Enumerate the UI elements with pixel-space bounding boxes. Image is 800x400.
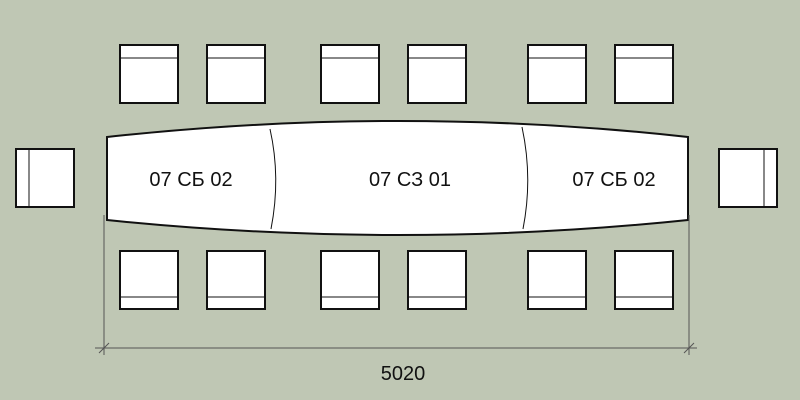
dimension-value: 5020	[381, 363, 426, 385]
chair	[320, 250, 380, 310]
chair	[527, 44, 587, 104]
section-label-left: 07 СБ 02	[149, 169, 232, 191]
chair	[119, 44, 179, 104]
section-divider	[521, 126, 529, 230]
chair	[206, 44, 266, 104]
table-outline	[106, 120, 689, 236]
section-label-right: 07 СБ 02	[572, 169, 655, 191]
chair-right-end	[718, 148, 778, 208]
chair	[614, 44, 674, 104]
chair-left-end	[15, 148, 75, 208]
conference-table: 07 СБ 02 07 СЗ 01 07 СБ 02	[106, 120, 689, 236]
chairs-top	[119, 44, 674, 104]
section-divider	[269, 128, 277, 230]
chair	[119, 250, 179, 310]
chair	[206, 250, 266, 310]
section-label-center: 07 СЗ 01	[369, 169, 451, 191]
chair	[407, 250, 467, 310]
chairs-bottom	[119, 250, 674, 310]
chair	[614, 250, 674, 310]
chair	[527, 250, 587, 310]
dimension-line: 5020	[95, 215, 697, 385]
chair	[320, 44, 380, 104]
chair	[407, 44, 467, 104]
